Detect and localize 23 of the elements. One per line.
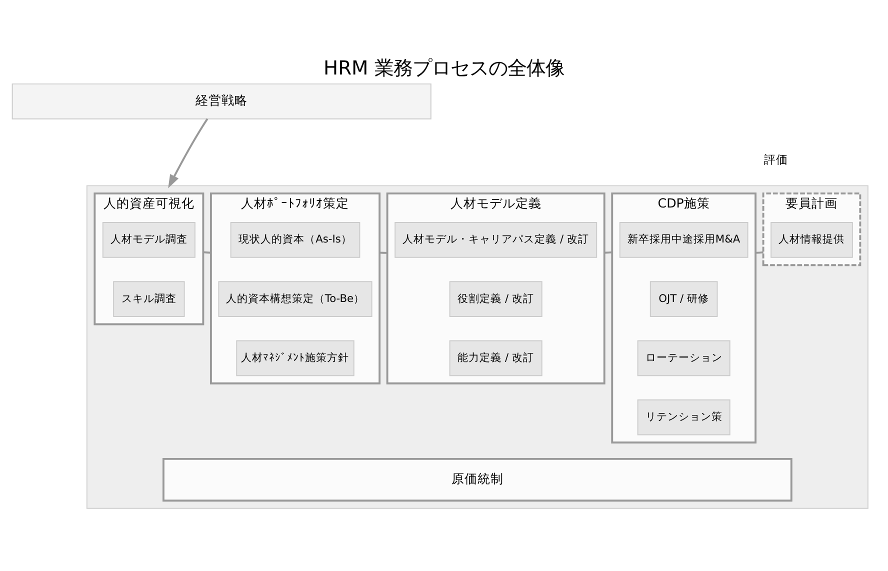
node-box: 人材モデル・キャリアパス定義 / 改訂	[394, 222, 598, 258]
cluster	[86, 185, 868, 509]
diagram-title: HRM 業務プロセスの全体像	[324, 56, 564, 80]
node-box: 現状人的資本（As-Is）	[230, 222, 360, 258]
node-box: 人材情報提供	[770, 222, 853, 258]
node-box: リテンション策	[637, 399, 730, 436]
label: 評価	[764, 152, 788, 166]
node-box: 人材ﾏﾈｼﾞﾒﾝﾄ施策方針	[236, 340, 354, 376]
node-box: 人的資本構想策定（To-Be）	[218, 281, 372, 317]
node-box: 役割定義 / 改訂	[449, 281, 542, 317]
node-box: 原価統制	[162, 458, 792, 502]
connector	[380, 252, 388, 254]
connector	[755, 251, 764, 254]
connector	[203, 251, 212, 254]
node-box: ローテーション	[637, 340, 730, 376]
node-box: 人材モデル調査	[102, 222, 196, 258]
arrow	[168, 118, 208, 188]
connector	[604, 251, 612, 254]
node-box: 経営戦略	[12, 83, 432, 120]
node-box: 新卒採用中途採用M&A	[619, 222, 748, 258]
node-box: 能力定義 / 改訂	[449, 340, 542, 376]
node-box: OJT / 研修	[650, 281, 718, 317]
node-box: スキル調査	[113, 281, 185, 317]
